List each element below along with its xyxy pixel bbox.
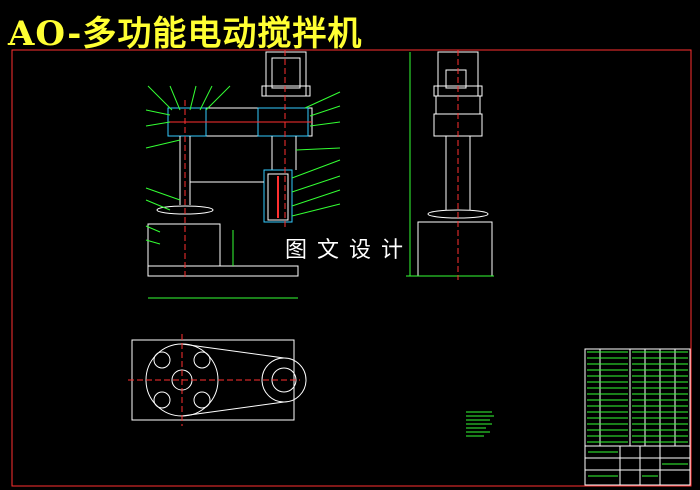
drawing-frame: [11, 49, 692, 487]
parts-list-rows: [587, 351, 688, 477]
top-view: [128, 334, 307, 426]
front-leaders: [145, 85, 341, 245]
drawing-title: AO-多功能电动搅拌机: [8, 14, 363, 54]
watermark-text: 图文设计: [285, 238, 414, 263]
front-centerlines: [184, 50, 286, 280]
technical-notes: [466, 411, 494, 437]
parts-list-table: [584, 348, 691, 486]
side-view: [406, 51, 494, 277]
